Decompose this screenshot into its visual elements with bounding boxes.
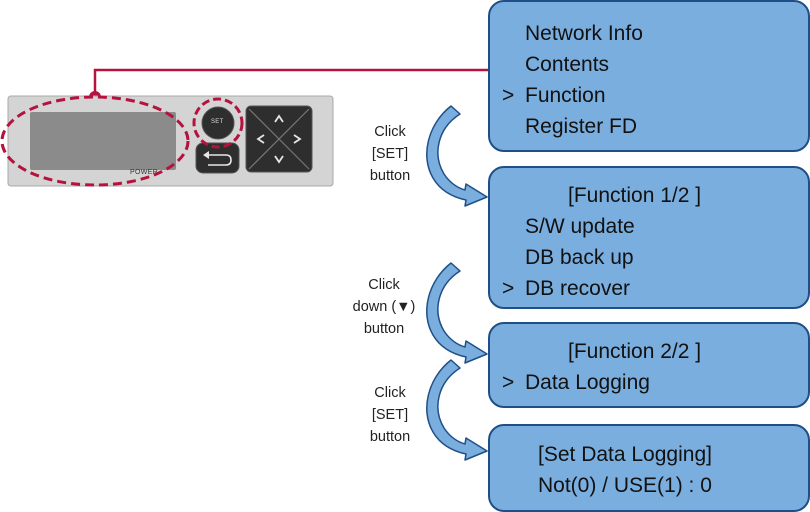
right-arrow-icon: [293, 134, 302, 144]
screen-function-1: [Function 1/2 ] S/W update DB back up > …: [488, 166, 810, 309]
set-key-highlight-outline: [192, 97, 244, 149]
up-arrow-icon: [274, 114, 284, 123]
instruction-click-set-2: Click [SET] button: [352, 382, 428, 448]
menu-cursor: >: [502, 84, 515, 107]
screen-main-menu: Network Info Contents > Function Registe…: [488, 0, 810, 152]
screen-function-2: [Function 2/2 ] > Data Logging: [488, 322, 810, 408]
instruction-line: Click: [374, 385, 406, 401]
menu-item-db-back-up: DB back up: [525, 246, 634, 269]
device-lcd-display: [30, 112, 176, 170]
menu-item-register-fd: Register FD: [525, 115, 638, 138]
instruction-line: Click: [374, 124, 406, 140]
menu-cursor: >: [502, 371, 515, 394]
screen-title: [Function 1/2 ]: [568, 184, 702, 207]
left-arrow-icon: [256, 134, 265, 144]
instruction-line: button: [369, 168, 411, 184]
callout-connector-line: [93, 68, 488, 95]
flow-arrow-down: [426, 262, 488, 364]
setting-value-line: Not(0) / USE(1) : 0: [538, 474, 712, 497]
device-set-key-label: SET: [211, 119, 224, 125]
menu-item-network-info: Network Info: [525, 22, 643, 45]
instruction-click-set-1: Click [SET] button: [352, 121, 428, 187]
menu-item-sw-update: S/W update: [525, 215, 635, 238]
device-set-key[interactable]: [201, 106, 235, 140]
device-power-label: POWER: [130, 169, 158, 176]
flow-arrow-set-1: [426, 105, 488, 207]
instruction-line: [SET]: [371, 407, 409, 423]
flow-arrow-set-2: [426, 359, 488, 461]
screen-title: [Function 2/2 ]: [568, 340, 702, 363]
screen-set-data-logging: [Set Data Logging] Not(0) / USE(1) : 0: [488, 424, 810, 512]
menu-item-data-logging: Data Logging: [525, 371, 650, 394]
instruction-line: down (▼): [352, 299, 416, 315]
menu-item-db-recover: DB recover: [525, 277, 631, 300]
instruction-click-down: Click down (▼) button: [346, 274, 422, 340]
lcd-highlight-outline: [0, 95, 190, 187]
return-icon: [206, 154, 232, 166]
down-arrow-icon: [274, 155, 284, 164]
instruction-line: button: [363, 321, 405, 337]
screen-title: [Set Data Logging]: [538, 443, 712, 466]
menu-cursor: >: [502, 277, 515, 300]
menu-item-function: Function: [525, 84, 606, 107]
menu-item-contents: Contents: [525, 53, 610, 76]
instruction-line: Click: [368, 277, 400, 293]
instruction-line: [SET]: [371, 146, 409, 162]
return-arrow-head: [203, 151, 209, 159]
instruction-line: button: [369, 429, 411, 445]
dpad-divider: [248, 108, 310, 170]
